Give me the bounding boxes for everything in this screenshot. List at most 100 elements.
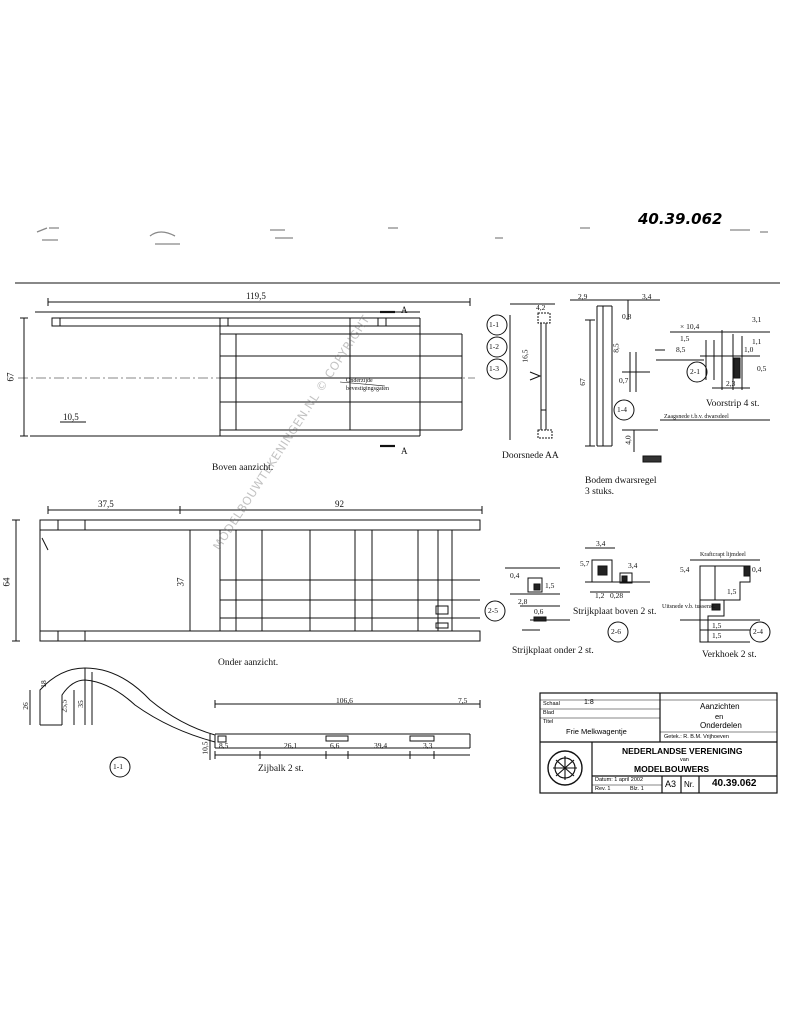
detail-callout-1-2: 1-2	[489, 342, 499, 351]
section-marker-top: A	[401, 305, 408, 315]
strip-bottom-drawing	[484, 567, 629, 643]
front-strip-note: Zaagsnede t.b.v. dwarsdeel	[664, 414, 729, 420]
strip-top-dim-5: 1,2	[595, 591, 605, 600]
strip-top-dim-1: 3,4	[596, 539, 606, 548]
section-aa-caption: Doorsnede AA	[502, 451, 559, 461]
front-strip-caption: Voorstrip 4 st.	[706, 399, 760, 409]
crossmember-dim-6: 0,7	[619, 376, 629, 385]
side-beam-caption: Zijbalk 2 st.	[258, 764, 304, 774]
top-view-width-dimension: 67	[5, 372, 16, 382]
side-beam-left-dim-2: 18	[38, 680, 48, 688]
corner-plate-dim-4: 1,5	[712, 621, 722, 630]
title-block-org-line2: van	[680, 757, 689, 763]
side-beam-length: 106,6	[336, 696, 353, 705]
strip-top-caption: Strijkplaat boven 2 st.	[573, 607, 657, 617]
front-strip-dim-4: 1,1	[752, 337, 762, 346]
title-block-date: Datum: 1 april 2002	[595, 777, 643, 783]
side-beam-dim-4: 39,4	[374, 741, 388, 750]
title-block-revision: Rev. 1	[595, 786, 611, 792]
front-strip-dim-7: 0,5	[757, 364, 767, 373]
corner-plate-note-top: Kraftcrapt lijmdeel	[700, 552, 746, 558]
corner-plate-dim-1: 5,4	[680, 565, 690, 574]
crossmember-dim-3: 67	[577, 378, 587, 386]
corner-plate-dim-3: 1,5	[727, 587, 737, 596]
crossmember-dim-7: 4,0	[623, 435, 633, 445]
corner-plate-caption: Verkhoek 2 st.	[702, 650, 757, 660]
section-aa-dim-a: 4,2	[536, 303, 546, 312]
side-beam-dim-3: 6,6	[330, 741, 340, 750]
front-strip-drawing	[655, 330, 770, 421]
detail-callout-1-3: 1-3	[489, 364, 499, 373]
crossmember-dim-4: 0,8	[622, 312, 632, 321]
top-view-overall-dimension: 119,5	[246, 291, 266, 301]
handwritten-drawing-number: 40.39.062	[638, 210, 723, 228]
top-view-note-line2: bevestigingsgaten	[346, 386, 389, 392]
crossmember-dim-1: 2,9	[578, 292, 588, 301]
strip-bottom-dim-4: 0,6	[534, 607, 544, 616]
top-view-caption: Boven aanzicht.	[212, 463, 274, 473]
title-block-scale-value: 1:8	[584, 699, 594, 706]
title-block-content-line3: Onderdelen	[700, 721, 742, 730]
side-beam-left-dim-5: 10,5	[200, 741, 210, 755]
title-block-subject: Frie Melkwagentje	[566, 727, 627, 736]
title-block-format: A3	[665, 779, 677, 789]
crossmember-dim-5: 8,5	[611, 343, 621, 353]
underside-caption: Onder aanzicht.	[218, 658, 279, 668]
underside-dim-inner: 37	[175, 577, 186, 587]
top-view-small-dimension: 10,5	[63, 412, 79, 422]
title-block-frame	[539, 692, 778, 794]
corner-plate-callout: 2-4	[753, 627, 763, 636]
title-block-nr-label: Nr.	[684, 780, 695, 789]
front-strip-dim-8: 2,3	[726, 379, 736, 388]
scan-artifacts	[36, 227, 768, 245]
top-view-drawing	[18, 298, 508, 448]
strip-bottom-callout-b: 2-6	[611, 627, 621, 636]
bottom-crossmember-drawing	[570, 299, 662, 463]
title-block-scale-label: Schaal	[543, 701, 560, 707]
strip-bottom-dim-1: 0,4	[510, 571, 520, 580]
strip-top-dim-3: 3,4	[628, 561, 638, 570]
side-beam-left-dim-3: 25,5	[59, 699, 69, 713]
crossmember-caption-line2: 3 stuks.	[585, 487, 615, 497]
strip-bottom-callout-a: 2-5	[488, 606, 498, 615]
title-block-title-label: Titel	[543, 719, 554, 725]
title-block-page: Blz. 1	[630, 786, 644, 792]
front-strip-callout: 2-1	[690, 367, 700, 376]
strip-top-drawing	[585, 547, 650, 593]
underside-view-drawing	[12, 506, 483, 642]
crossmember-dim-2: 3,4	[642, 292, 652, 301]
underside-dim-height: 64	[1, 577, 12, 587]
side-beam-drawing	[29, 667, 481, 778]
side-beam-dim-2: 26,1	[284, 741, 298, 750]
side-beam-callout: 1-1	[113, 762, 123, 771]
strip-top-dim-2: 5,7	[580, 559, 590, 568]
title-block-sheet-label: Blad	[543, 710, 555, 716]
strip-bottom-caption: Strijkplaat onder 2 st.	[512, 646, 594, 656]
underside-dim-right: 92	[335, 499, 344, 509]
side-beam-left-dim-1: 26	[20, 702, 30, 710]
title-block-content-line1: Aanzichten	[700, 702, 740, 711]
title-block-number: 40.39.062	[712, 778, 757, 789]
corner-plate-dim-2: 0,4	[752, 565, 762, 574]
front-strip-dim-2: 1,5	[680, 334, 690, 343]
front-strip-dim-5: 8,5	[676, 345, 686, 354]
corner-plate-dim-5: 1,5	[712, 631, 722, 640]
title-block-content-line2: en	[715, 712, 724, 721]
section-marker-bottom: A	[401, 446, 408, 456]
detail-callout-1-1: 1-1	[489, 320, 499, 329]
top-view-note-line1: Onderzijde	[346, 378, 373, 384]
title-block-drawn-by: Getek.: R. B.M. Vrijhoeven	[664, 734, 729, 740]
front-strip-dim-6: 1,0	[744, 345, 754, 354]
side-beam-dim-5: 3,3	[423, 741, 433, 750]
front-strip-dim-1: × 10,4	[680, 322, 700, 331]
strip-bottom-dim-3: 2,8	[518, 597, 528, 606]
title-block-org-line1: NEDERLANDSE VERENIGING	[622, 746, 743, 756]
section-aa-drawing	[509, 303, 555, 440]
section-aa-dim-b: 16,5	[520, 349, 530, 363]
side-beam-left-dim-4: 35	[75, 700, 85, 708]
strip-top-dim-4: 0,28	[610, 591, 624, 600]
title-block-org-line3: MODELBOUWERS	[634, 764, 710, 774]
underside-dim-left: 37,5	[98, 499, 114, 509]
